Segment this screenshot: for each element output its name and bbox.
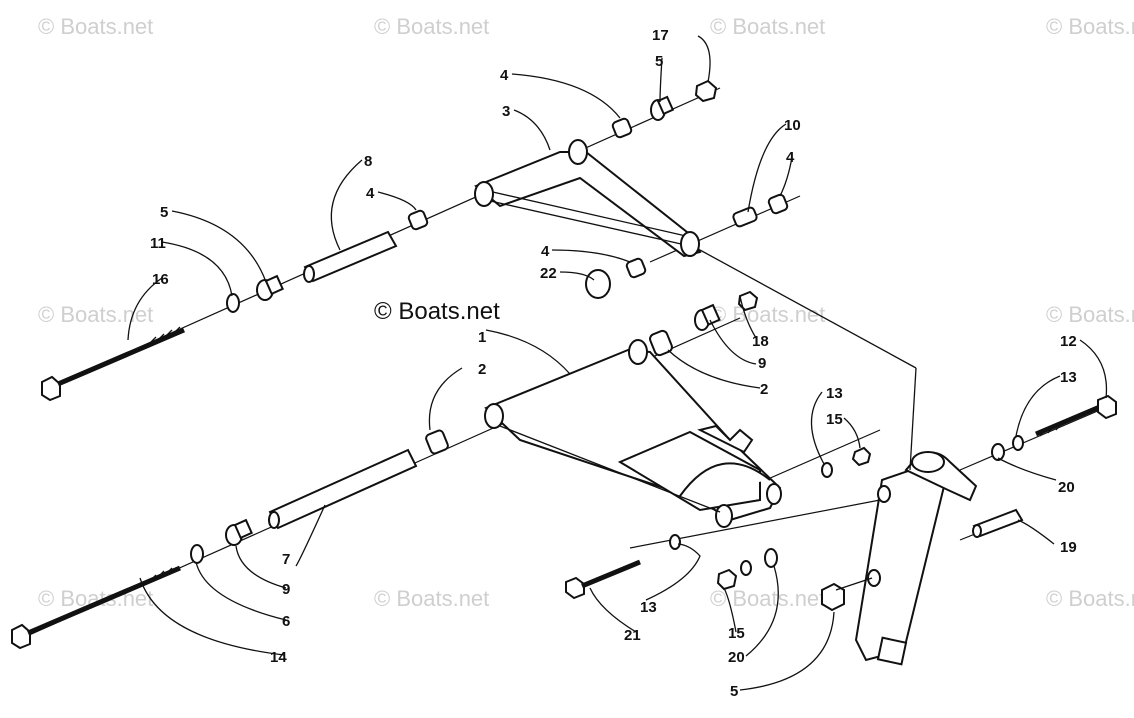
washer-13-lower-b (740, 560, 752, 576)
callout-4: 4 (786, 149, 795, 166)
leader-lines (127, 35, 1108, 691)
callout-20: 20 (1058, 479, 1075, 496)
bolt-12 (1035, 394, 1117, 437)
watermark: © Boats.net (374, 14, 490, 39)
callout-3: 3 (502, 103, 510, 120)
washer-13-lower (669, 534, 681, 550)
washer-13-right (1012, 435, 1024, 451)
callout-13: 13 (1060, 369, 1077, 386)
bushing-4-right (767, 193, 789, 215)
callout-15: 15 (728, 625, 745, 642)
bolt-21 (565, 559, 641, 600)
watermark: © Boats.net (710, 14, 826, 39)
callout-19: 19 (1060, 539, 1077, 556)
watermark: © Boats.net (374, 586, 490, 611)
bushing-5-top (650, 95, 675, 121)
bushing-10 (732, 206, 758, 228)
callout-22: 22 (540, 265, 557, 282)
tube-7 (268, 448, 418, 530)
leader-spindle (909, 367, 917, 471)
watermark: © Boats.net (710, 586, 826, 611)
callout-2: 2 (760, 381, 768, 398)
washer-20-right (991, 443, 1005, 461)
callout-14: 14 (270, 649, 287, 666)
washer-11 (226, 293, 240, 313)
pin-19 (972, 508, 1024, 538)
callout-10: 10 (784, 117, 801, 134)
bushing-9-lower (225, 518, 253, 546)
callout-7: 7 (282, 551, 290, 568)
watermark: © Boats.net (1046, 14, 1134, 39)
bushing-4-lower (625, 257, 647, 279)
watermark: © Boats.net (1046, 586, 1134, 611)
callout-2: 2 (478, 361, 486, 378)
nut-18 (737, 290, 759, 312)
callout-18: 18 (752, 333, 769, 350)
callout-11: 11 (150, 235, 166, 252)
bushing-2-lower (425, 429, 449, 455)
callout-5: 5 (655, 53, 663, 70)
brand-label: © Boats.net (374, 298, 500, 325)
callout-16: 16 (152, 271, 169, 288)
callout-9: 9 (758, 355, 766, 372)
callout-6: 6 (282, 613, 290, 630)
callout-8: 8 (364, 153, 372, 170)
callout-9: 9 (282, 581, 290, 598)
callout-15: 15 (826, 411, 843, 428)
callout-5: 5 (160, 204, 168, 221)
washer-13-mid (821, 462, 833, 478)
callout-17: 17 (652, 27, 669, 44)
washer-20-lower (764, 548, 778, 568)
watermark: © Boats.net (38, 302, 154, 327)
washer-6 (190, 544, 204, 564)
bushing-4-upper-left (407, 209, 429, 231)
tube-8 (303, 230, 398, 283)
callout-12: 12 (1060, 333, 1077, 350)
bolt-14 (11, 565, 181, 650)
bushing-2-upper (649, 329, 673, 357)
callout-4: 4 (500, 67, 509, 84)
watermark: © Boats.net (1046, 302, 1134, 327)
bushing-5-lower (821, 577, 873, 612)
nut-15-lower (716, 568, 738, 591)
bolt-16 (41, 326, 185, 402)
watermark: © Boats.net (38, 14, 154, 39)
callout-5: 5 (730, 683, 738, 700)
bushing-4-top (611, 117, 633, 139)
callout-13: 13 (640, 599, 657, 616)
callout-4: 4 (541, 243, 550, 260)
bushing-9-upper (694, 303, 721, 331)
callout-13: 13 (826, 385, 843, 402)
nut-17 (694, 79, 718, 103)
nut-15-mid (851, 446, 872, 467)
callout-1: 1 (478, 329, 486, 346)
callout-21: 21 (624, 627, 641, 644)
bushing-22 (585, 269, 611, 299)
callout-20: 20 (728, 649, 745, 666)
lower-a-arm-1 (484, 339, 782, 528)
bushing-5-upper-left (256, 274, 284, 301)
callout-numbers: 1 2 2 3 4 4 4 4 5 5 5 6 7 8 9 9 10 11 12… (150, 27, 1077, 700)
callout-4: 4 (366, 185, 375, 202)
upper-a-arm-3 (474, 139, 702, 258)
spindle-housing (854, 451, 978, 666)
leader-upper-to-spindle (699, 249, 917, 369)
